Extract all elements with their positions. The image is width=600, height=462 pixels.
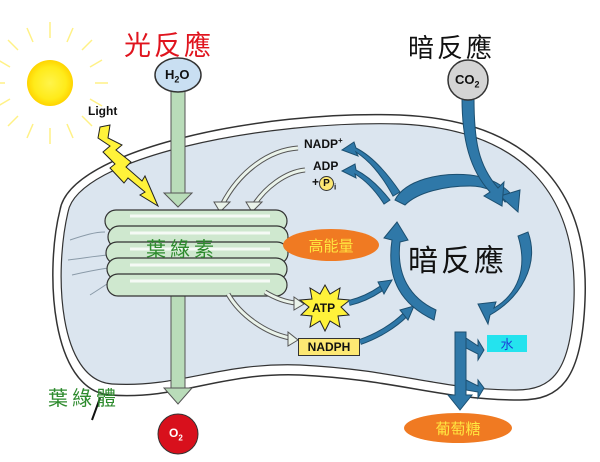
water-label: 水 [487,335,527,353]
sun-icon [0,22,108,144]
o2-label: O2 [169,426,183,442]
nadp-text: NADP [304,137,339,151]
thylakoid-stack [67,209,289,297]
high-energy-label: 高能量 [283,229,379,261]
chloroplast-pointer [91,397,101,421]
o2-down-arrow [162,279,194,405]
co2-down-arrow [461,97,505,207]
h2o-sub: 2 [174,74,180,85]
o2-bubble [157,413,199,455]
nadph-label: NADPH [298,338,360,356]
dark-reaction-title: 暗反應 [408,34,496,64]
co2-co: CO [455,72,475,87]
chlorophyll-label: 葉綠素 [146,237,218,261]
o2-o: O [169,426,179,440]
pi-plus: + [312,175,320,189]
o2-sub: 2 [178,433,183,443]
co2-label: CO2 [455,72,480,90]
h2o-label: H2O [165,67,190,85]
h2o-o: O [179,67,190,82]
atp-star [298,283,352,333]
co2-sub: 2 [474,79,480,90]
pi-sub: i [334,182,337,192]
glucose-label: 葡萄糖 [404,413,512,443]
atp-label: ATP [312,301,336,315]
h2o-bubble [154,57,202,93]
h2o-down-arrow [162,89,194,208]
glucose-output-arrow [446,331,485,411]
co2-bubble [447,59,489,101]
h2o-h: H [165,67,175,82]
lightning-icon [97,124,160,208]
adp-label: ADP [313,159,339,173]
light-label: Light [88,104,118,118]
nadp-sup: + [338,136,343,145]
phosphate-icon: P [319,176,335,191]
light-reaction-title: 光反應 [124,31,214,62]
dark-reaction-center-label: 暗反應 [408,244,507,279]
nadp-plus-label: NADP+ [304,136,343,151]
chloroplast-label: 葉綠體 [48,386,120,410]
